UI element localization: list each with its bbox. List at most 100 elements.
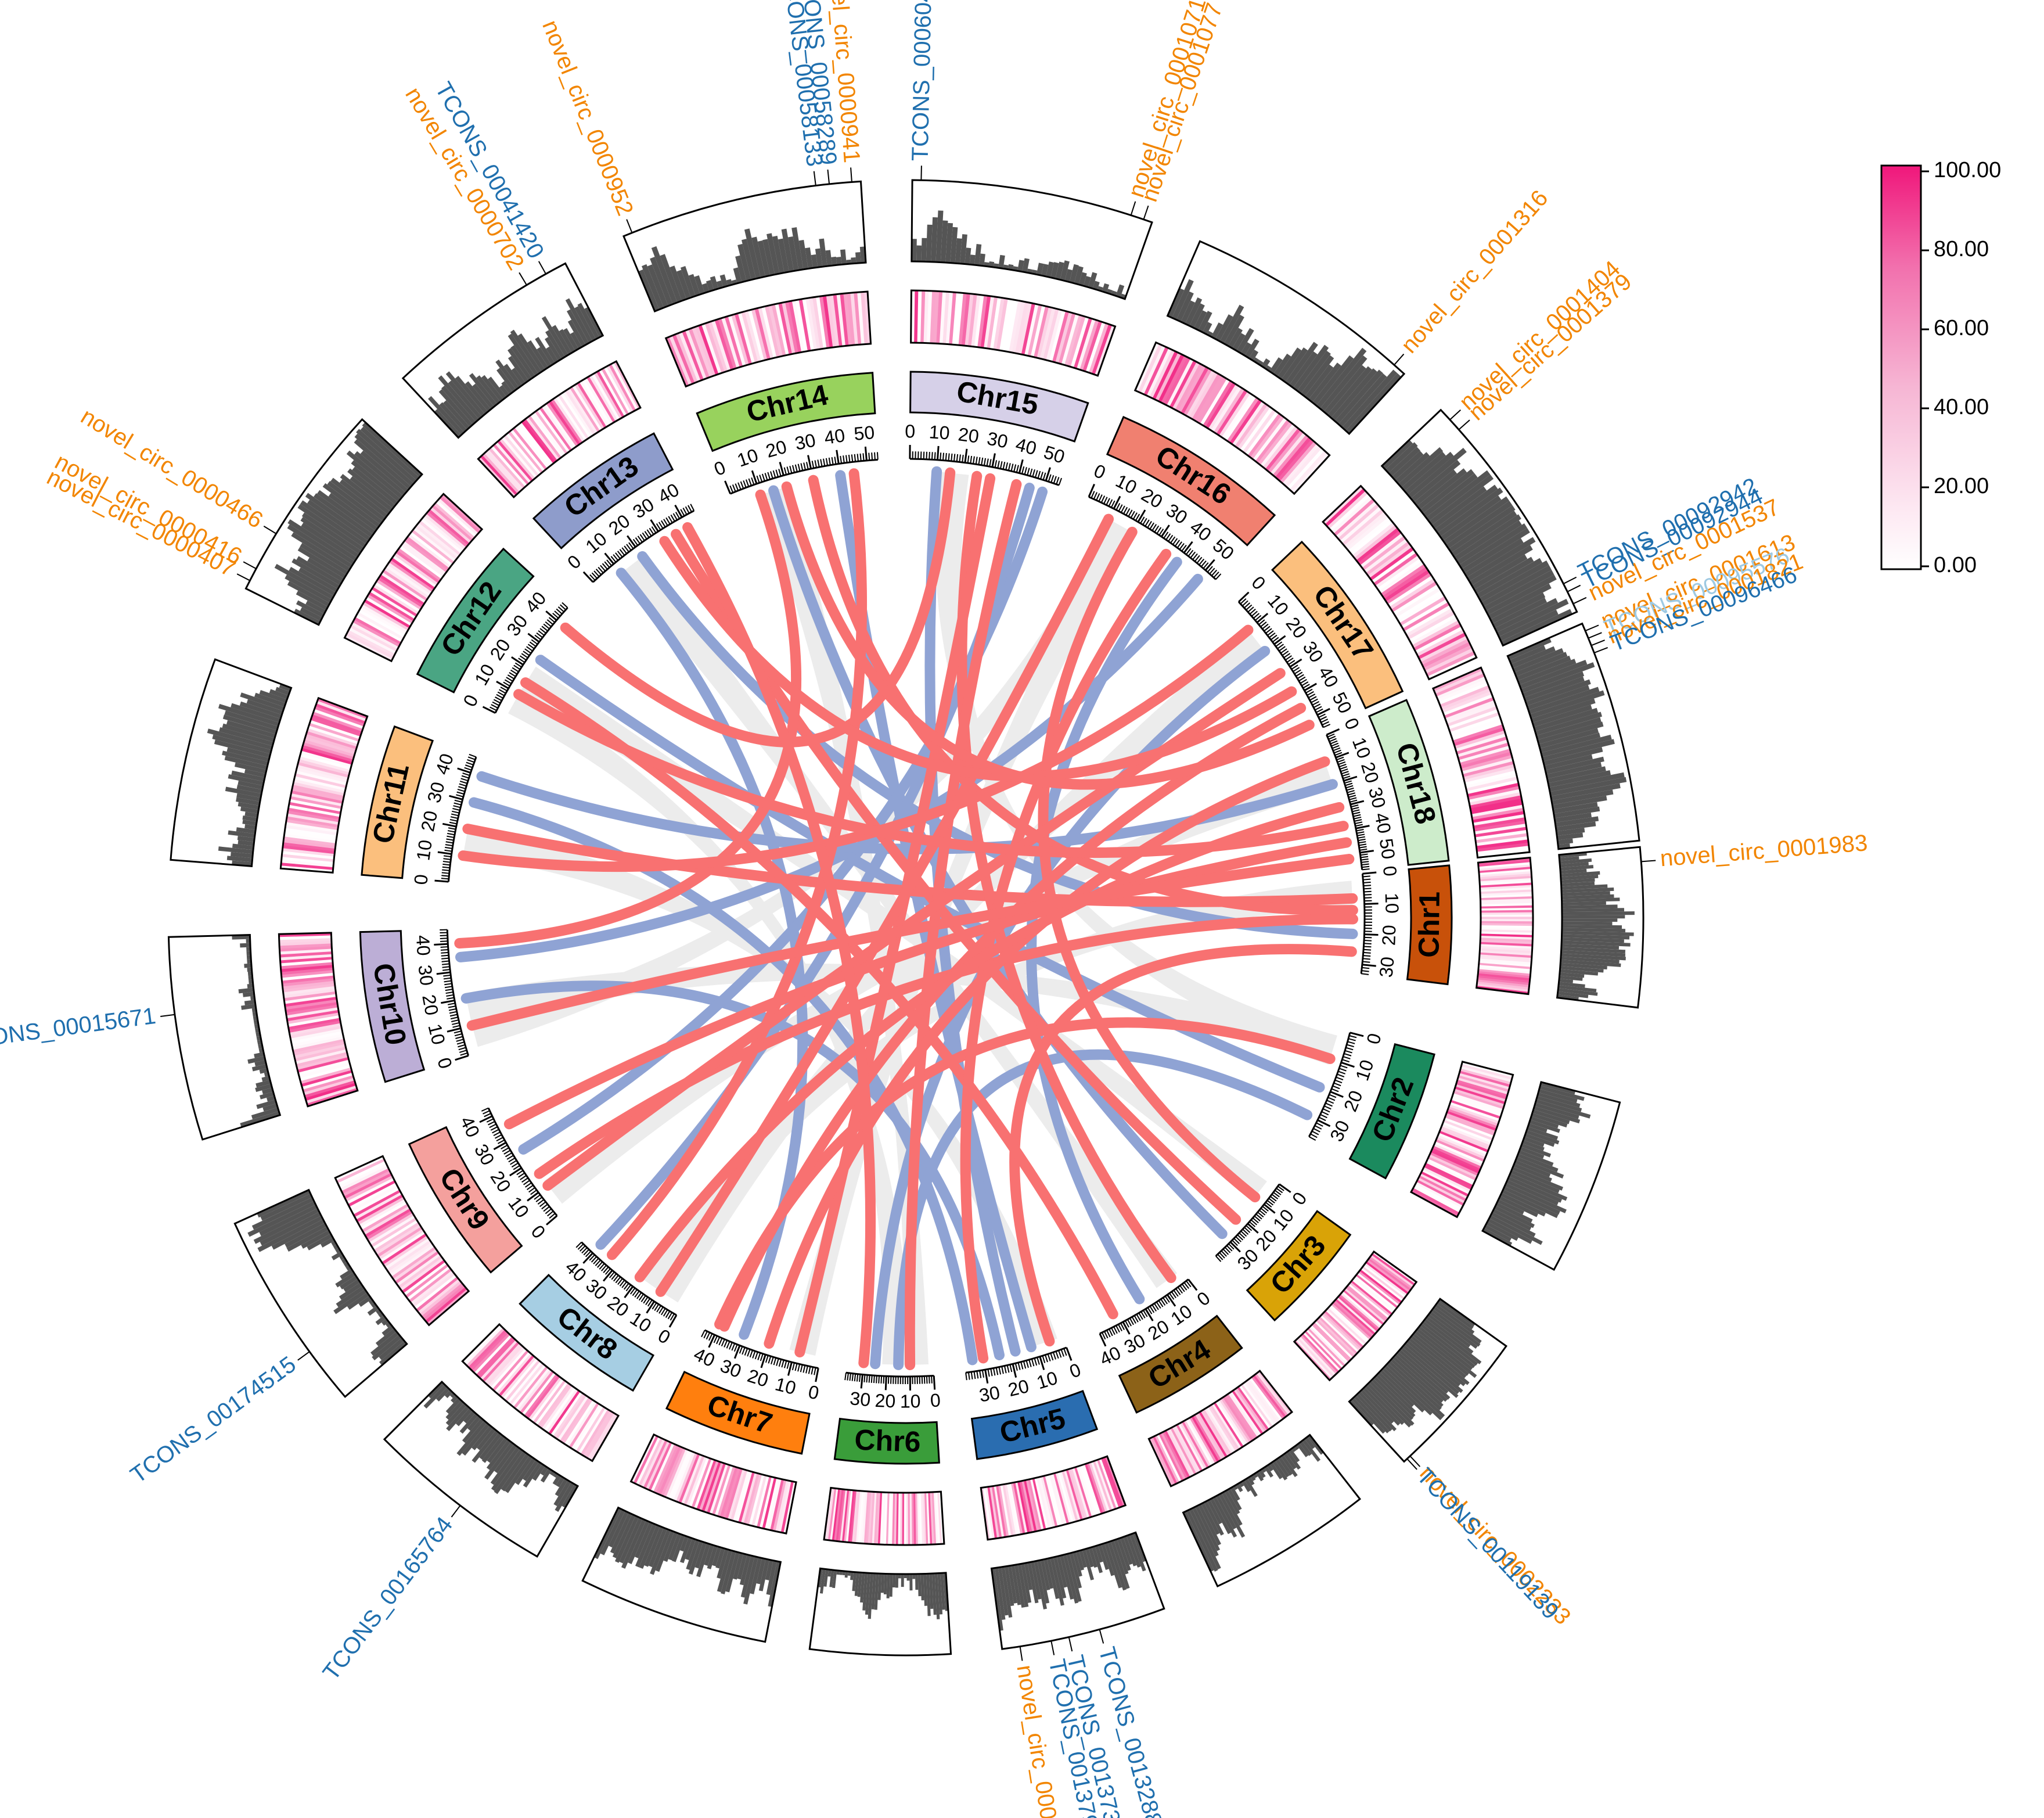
histogram-bar	[444, 1389, 453, 1399]
histogram-bar	[1537, 721, 1604, 745]
ruler-tick	[1098, 494, 1103, 502]
heatmap-cell	[1061, 1470, 1078, 1522]
histogram-bar	[1532, 705, 1592, 727]
heatmap-cell	[1046, 309, 1063, 361]
gene-label-connector	[827, 169, 830, 184]
heatmap-cell	[609, 364, 636, 412]
histogram-bar	[305, 493, 371, 541]
histogram-bar	[929, 1573, 934, 1609]
heatmap-cell	[1382, 567, 1428, 599]
histogram-bar	[610, 1512, 632, 1554]
histogram-bar	[1308, 362, 1341, 403]
heatmap-cell	[294, 773, 347, 788]
histogram-bar	[1351, 1397, 1386, 1434]
heatmap-cell	[289, 1020, 341, 1033]
chromosome-box	[833, 1417, 940, 1465]
histogram-bar	[1425, 1316, 1474, 1354]
ruler-tick	[1241, 600, 1248, 606]
histogram-bar	[1221, 1491, 1243, 1526]
ruler-tick	[446, 994, 454, 997]
heatmap-cell	[406, 536, 450, 570]
heatmap-cell	[510, 1364, 546, 1407]
heatmap-cell	[570, 1403, 602, 1450]
ruler-tick	[667, 1312, 673, 1320]
heatmap-cell	[983, 1487, 993, 1540]
histogram-bar	[1522, 1140, 1545, 1151]
heatmap-cell	[1150, 1437, 1175, 1486]
heatmap-cell	[1462, 761, 1514, 778]
heatmap-cell	[355, 1194, 404, 1223]
histogram-bar	[1398, 1349, 1449, 1394]
ruler-tick	[632, 538, 639, 546]
ruler-tick-label: 0	[1193, 1287, 1214, 1310]
heatmap-cell	[855, 1490, 862, 1543]
heatmap-cell	[1470, 798, 1523, 812]
heatmap-cell	[1329, 493, 1371, 532]
ruler-tick	[629, 1287, 636, 1295]
heatmap-cell	[548, 400, 581, 445]
ruler-tick-label: 40	[690, 1343, 718, 1371]
heatmap-cell	[669, 335, 693, 386]
histogram-bar	[1406, 1339, 1461, 1386]
heatmap-cell	[675, 332, 699, 383]
heatmap-cell	[1452, 724, 1504, 744]
ruler-tick	[619, 1280, 625, 1287]
heatmap-cell	[1477, 975, 1530, 984]
ruler-tick-label: 30	[793, 429, 818, 454]
histogram-bar	[494, 1444, 517, 1474]
histogram-bar	[847, 1571, 851, 1576]
histogram-bar	[285, 1223, 327, 1248]
chromosome-box	[359, 930, 426, 1083]
heatmap-cell	[1319, 1314, 1359, 1353]
histogram-bar	[1547, 766, 1606, 784]
ruler-baseline	[965, 1346, 1067, 1374]
ruler-tick	[442, 822, 457, 828]
histogram-bar	[300, 542, 348, 575]
heatmap-cell	[297, 1057, 349, 1073]
heatmap-cell	[582, 1410, 612, 1457]
ruler-tick	[1363, 940, 1372, 942]
heatmap-cell	[984, 296, 995, 348]
histogram-bar	[1037, 1560, 1050, 1604]
heatmap-cell	[683, 1455, 705, 1506]
heatmap-cell	[827, 1488, 837, 1541]
ruler-tick	[1297, 674, 1304, 680]
heatmap-cell	[284, 830, 337, 841]
heatmap-cell	[991, 1486, 1002, 1539]
ruler-tick	[1215, 573, 1222, 580]
histogram-bar	[327, 480, 383, 524]
heatmap-cell	[746, 1474, 762, 1525]
ruler-tick	[562, 602, 568, 609]
heatmap-cell	[1363, 538, 1408, 573]
histogram-bar	[1210, 1497, 1232, 1535]
ruler-tick	[503, 681, 510, 687]
histogram-bar	[259, 1204, 318, 1237]
histogram-bar	[1561, 894, 1614, 900]
heatmap-cell	[521, 420, 556, 464]
ruler-tick	[518, 658, 526, 663]
histogram-bar	[680, 265, 696, 298]
heatmap-cell	[339, 1163, 387, 1189]
heatmap-cell	[1467, 782, 1520, 797]
histogram-bar	[484, 1442, 514, 1480]
ruler-tick	[1316, 1122, 1323, 1127]
ruler-tick	[1242, 1228, 1249, 1235]
ruler-tick	[1265, 1202, 1272, 1208]
histogram-bar	[1433, 1306, 1482, 1344]
heatmap-cell	[744, 310, 762, 362]
ruler-tick	[1120, 1323, 1125, 1330]
heatmap-cell	[729, 1470, 748, 1521]
histogram-bar	[487, 1437, 508, 1463]
ruler-tick	[1020, 1361, 1024, 1370]
heatmap-cell	[1233, 1389, 1265, 1433]
heatmap-cell	[394, 1251, 440, 1284]
heatmap-cell	[1470, 802, 1523, 815]
histogram-bar	[532, 1464, 546, 1481]
heatmap-cell	[382, 569, 428, 601]
ruler-tick	[625, 1284, 632, 1292]
histogram-bar	[246, 955, 251, 960]
histogram-bar	[274, 563, 334, 600]
histogram-bar	[1527, 1126, 1559, 1140]
ruler-tick	[1332, 745, 1340, 749]
ruler-tick	[778, 1359, 782, 1367]
